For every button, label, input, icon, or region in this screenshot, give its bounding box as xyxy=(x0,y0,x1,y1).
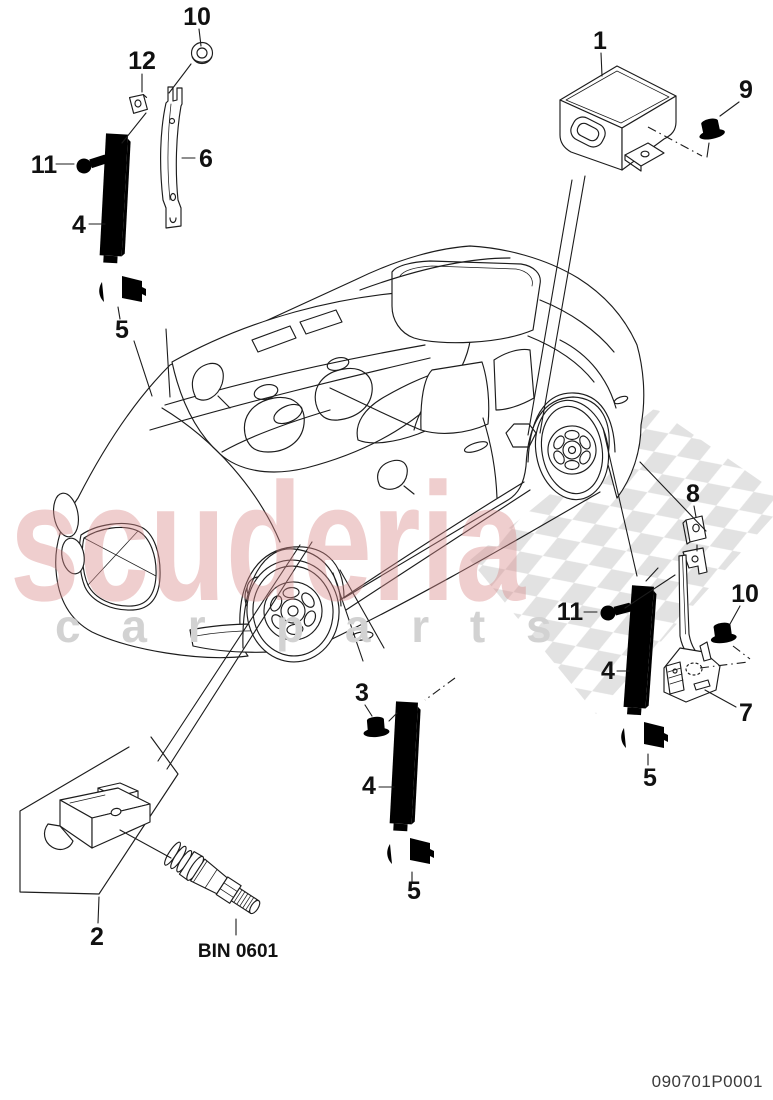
side-windows xyxy=(329,348,535,434)
front-wheel xyxy=(246,559,340,663)
callout-6: 6 xyxy=(199,145,213,173)
watermark-subtext-parts: p a r t s xyxy=(276,600,566,652)
drawing-number: 090701P0001 xyxy=(652,1072,763,1091)
clip-part-8 xyxy=(682,515,707,545)
right-bracket-assembly xyxy=(598,515,738,748)
nut-part-3 xyxy=(362,715,390,739)
callout-7: 7 xyxy=(739,699,753,727)
control-module-part-1 xyxy=(559,65,677,172)
reference-lines xyxy=(424,126,751,701)
checkered-flag-watermark xyxy=(470,408,773,714)
callout-10: 10 xyxy=(731,580,759,608)
watermark-brand: scuderia xyxy=(10,448,526,636)
sensor-kit xyxy=(19,736,261,915)
callout-4: 4 xyxy=(72,211,86,239)
callout-4: 4 xyxy=(601,657,615,685)
tpms-sensor-part-2 xyxy=(43,782,151,850)
kit-box-outline xyxy=(19,736,179,895)
callout-8: 8 xyxy=(686,480,700,508)
rear-wheel xyxy=(534,399,610,501)
module-mount-tab xyxy=(624,142,665,167)
left-bracket-assembly xyxy=(74,41,214,302)
bracket-part-6 xyxy=(160,86,183,229)
front-grille xyxy=(78,522,161,611)
callout-2: 2 xyxy=(90,923,104,951)
callout-11: 11 xyxy=(31,151,58,179)
car-illustration xyxy=(53,245,645,663)
callout-3: 3 xyxy=(355,679,369,707)
callout-4: 4 xyxy=(362,772,376,800)
leader-lines xyxy=(55,28,741,936)
fog-light xyxy=(350,631,374,641)
callout-1: 1 xyxy=(593,27,607,55)
round-nut-part-10 xyxy=(190,41,214,65)
module-location-marker xyxy=(505,423,537,448)
callout-5: 5 xyxy=(115,316,129,344)
side-mirror xyxy=(191,362,415,495)
roof-and-sunroof xyxy=(359,257,629,405)
callout-11: 11 xyxy=(557,598,584,626)
bin-label: BIN 0601 xyxy=(198,941,279,962)
valve-stem-bin-0601 xyxy=(164,841,261,915)
clip-part-12 xyxy=(128,94,148,114)
body-lines xyxy=(149,339,617,641)
watermark-subtext-car: c a r xyxy=(55,600,220,652)
nut-part-10 xyxy=(708,621,738,645)
bracket-part-7 xyxy=(663,547,721,703)
callout-9: 9 xyxy=(739,76,753,104)
rear-wheel-arch xyxy=(527,392,616,463)
callout-12: 12 xyxy=(128,47,156,75)
callout-10: 10 xyxy=(183,3,211,31)
interior-seats xyxy=(221,309,475,453)
nut-part-9 xyxy=(696,116,726,142)
callout-5: 5 xyxy=(407,877,421,905)
callout-layer: 10 12 6 11 4 5 1 9 8 10 11 4 7 5 3 4 5 2 xyxy=(31,3,759,951)
callout-5: 5 xyxy=(643,764,657,792)
module-assembly xyxy=(559,65,726,172)
